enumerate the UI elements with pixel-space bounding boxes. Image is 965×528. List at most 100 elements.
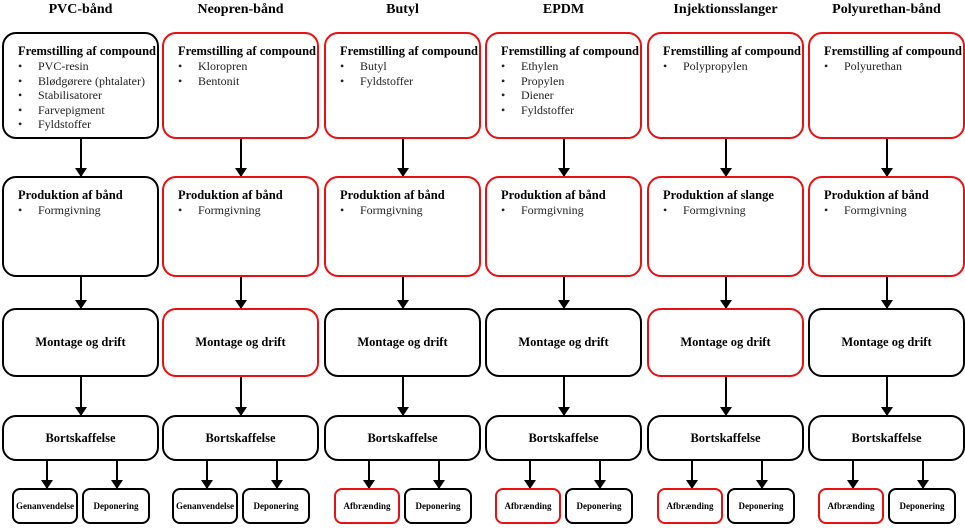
disposal-box: Bortskaffelse: [485, 415, 642, 461]
use-box: Montage og drift: [647, 308, 804, 377]
production-box: Produktion af båndFormgivning: [808, 176, 965, 277]
disposal-box: Bortskaffelse: [2, 415, 159, 461]
arrow: [557, 139, 570, 177]
end-right-box: Deponering: [242, 488, 310, 524]
arrow: [719, 139, 732, 177]
arrow: [557, 277, 570, 309]
production-box: Produktion af båndFormgivning: [2, 176, 159, 277]
arrow: [847, 461, 859, 489]
end-left-label: Afbrænding: [666, 501, 714, 511]
arrow: [880, 377, 893, 416]
disposal-label: Bortskaffelse: [851, 430, 922, 445]
column-title: Injektionsslanger: [673, 2, 778, 17]
production-heading: Produktion af slange: [663, 188, 774, 202]
use-box: Montage og drift: [808, 308, 965, 377]
column-title: Butyl: [386, 2, 419, 17]
compound-box: Fremstilling af compoundButylFyldstoffer: [324, 32, 481, 139]
use-label: Montage og drift: [357, 335, 448, 349]
end-right-label: Deponering: [738, 501, 784, 511]
end-left-box: Afbrænding: [495, 488, 561, 524]
arrow: [880, 139, 893, 177]
compound-heading: Fremstilling af compound: [178, 44, 316, 58]
compound-box: Fremstilling af compoundPVC-resinBlødgør…: [2, 32, 159, 139]
compound-heading: Fremstilling af compound: [824, 44, 962, 58]
end-left-box: Afbrænding: [334, 488, 400, 524]
disposal-box: Bortskaffelse: [162, 415, 319, 461]
use-box: Montage og drift: [2, 308, 159, 377]
production-item: Formgivning: [824, 203, 963, 218]
arrow: [557, 377, 570, 416]
compound-item: Bentonit: [178, 74, 317, 89]
compound-box: Fremstilling af compoundPolypropylen: [647, 32, 804, 139]
end-left-box: Afbrænding: [657, 488, 723, 524]
end-right-box: Deponering: [82, 488, 150, 524]
compound-heading: Fremstilling af compound: [663, 44, 801, 58]
compound-item: Diener: [501, 88, 640, 103]
arrow: [234, 277, 247, 309]
compound-item: Polyurethan: [824, 59, 963, 74]
use-label: Montage og drift: [841, 335, 932, 349]
arrow: [41, 461, 53, 489]
end-left-label: Afbrænding: [827, 501, 875, 511]
arrow: [917, 461, 929, 489]
production-item: Formgivning: [18, 203, 157, 218]
end-right-label: Deponering: [253, 501, 299, 511]
production-item: Formgivning: [663, 203, 802, 218]
use-label: Montage og drift: [195, 335, 286, 349]
end-left-label: Afbrænding: [504, 501, 552, 511]
arrow: [74, 377, 87, 416]
end-left-label: Afbrænding: [343, 501, 391, 511]
arrow: [719, 277, 732, 309]
arrow: [880, 277, 893, 309]
production-box: Produktion af båndFormgivning: [162, 176, 319, 277]
end-left-box: Afbrænding: [818, 488, 884, 524]
arrow: [234, 377, 247, 416]
end-left-label: Genanvendelse: [175, 501, 234, 511]
production-heading: Produktion af bånd: [178, 188, 283, 202]
compound-item: Stabilisatorer: [18, 88, 157, 103]
column-title: EPDM: [542, 2, 585, 17]
use-box: Montage og drift: [162, 308, 319, 377]
compound-item: Ethylen: [501, 59, 640, 74]
compound-item: Fyldstoffer: [18, 117, 157, 132]
arrow: [234, 139, 247, 177]
disposal-label: Bortskaffelse: [528, 430, 599, 445]
arrow: [594, 461, 606, 489]
column-title: Polyurethan-bånd: [832, 2, 941, 17]
production-box: Produktion af båndFormgivning: [485, 176, 642, 277]
arrow: [756, 461, 768, 489]
end-right-box: Deponering: [404, 488, 472, 524]
production-heading: Produktion af bånd: [18, 188, 123, 202]
production-box: Produktion af slangeFormgivning: [647, 176, 804, 277]
arrow: [524, 461, 536, 489]
compound-heading: Fremstilling af compound: [501, 44, 639, 58]
arrow: [271, 461, 283, 489]
end-right-box: Deponering: [727, 488, 795, 524]
use-box: Montage og drift: [324, 308, 481, 377]
production-item: Formgivning: [340, 203, 479, 218]
disposal-label: Bortskaffelse: [45, 430, 116, 445]
production-heading: Produktion af bånd: [501, 188, 606, 202]
compound-item: Farvepigment: [18, 103, 157, 118]
arrow: [74, 277, 87, 309]
compound-box: Fremstilling af compoundEthylenPropylenD…: [485, 32, 642, 139]
disposal-label: Bortskaffelse: [367, 430, 438, 445]
arrow: [396, 277, 409, 309]
disposal-box: Bortskaffelse: [808, 415, 965, 461]
end-right-label: Deponering: [576, 501, 622, 511]
production-item: Formgivning: [178, 203, 317, 218]
column-title: PVC-bånd: [48, 2, 113, 17]
end-right-label: Deponering: [415, 501, 461, 511]
compound-heading: Fremstilling af compound: [340, 44, 478, 58]
disposal-label: Bortskaffelse: [690, 430, 761, 445]
arrow: [686, 461, 698, 489]
production-item: Formgivning: [501, 203, 640, 218]
compound-item: Propylen: [501, 74, 640, 89]
compound-item: Blødgørere (phtalater): [18, 74, 157, 89]
arrow: [111, 461, 123, 489]
end-left-box: Genanvendelse: [12, 488, 78, 524]
arrow: [201, 461, 213, 489]
production-box: Produktion af båndFormgivning: [324, 176, 481, 277]
production-heading: Produktion af bånd: [340, 188, 445, 202]
